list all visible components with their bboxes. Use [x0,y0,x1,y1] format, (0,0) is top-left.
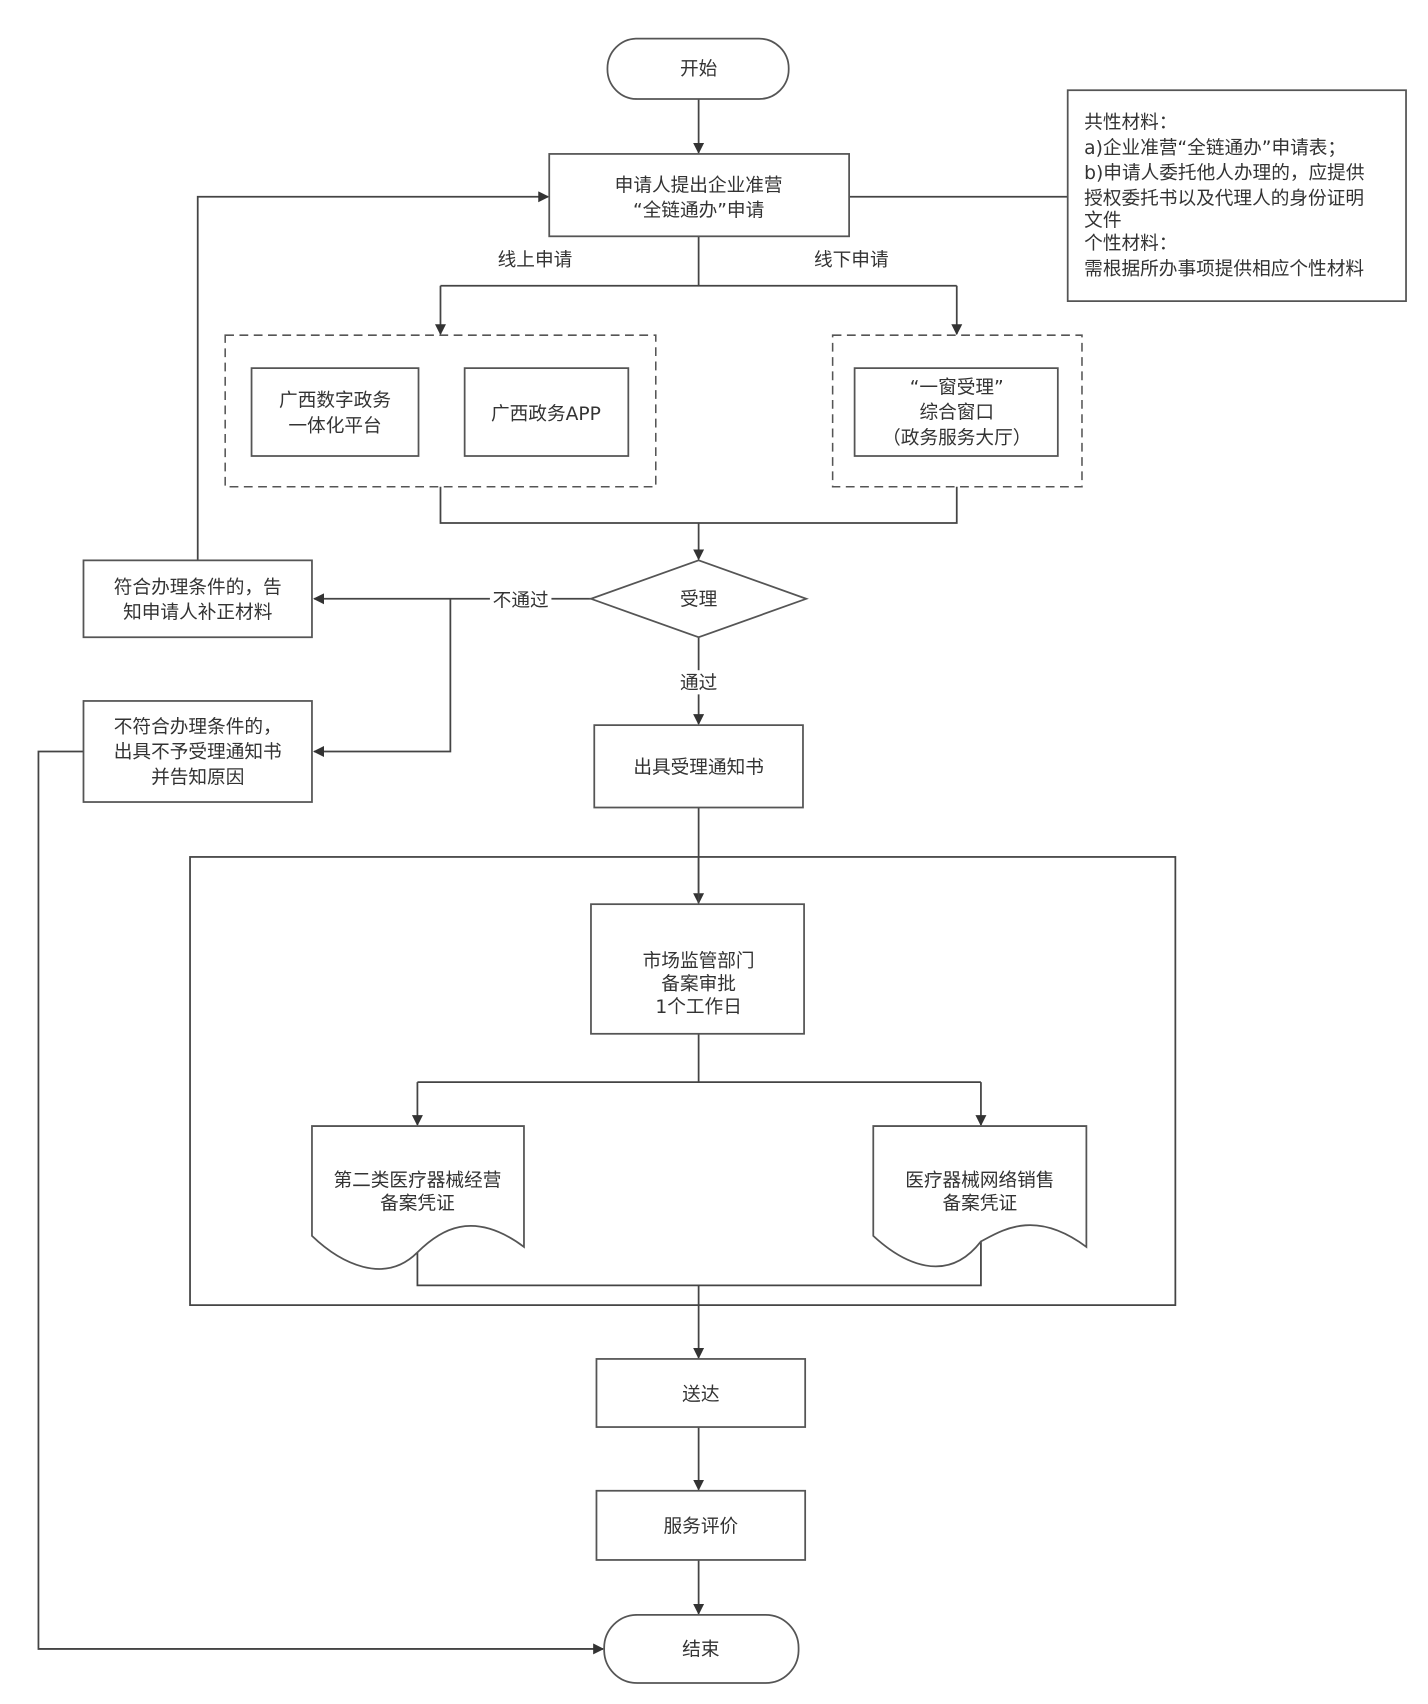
apply-line-2: “全链通办”申请 [633,201,764,222]
window-box: “一窗受理” 综合窗口 （政务服务大厅） [853,367,1059,457]
approval-container [189,856,1177,1306]
review-line-3: 1个工作日 [655,997,742,1018]
supplement-box: 符合办理条件的，告 知申请人补正材料 [82,559,313,639]
window-line-3: （政务服务大厅） [882,428,1031,449]
start-terminator: 开始 [606,37,790,100]
evaluate-box: 服务评价 [595,1489,807,1561]
doc-left-line-1: 第二类医疗器械经营 [333,1170,501,1191]
deliver-box: 送达 [595,1358,807,1428]
notice-box: 出具受理通知书 [593,724,804,809]
window-line-2: 综合窗口 [919,403,994,424]
accept-label: 受理 [680,589,718,610]
connectors [37,99,1068,1655]
accept-decision: 受理 [588,559,809,639]
note-line: 共性材料： [1084,113,1177,134]
online-label: 线上申请 [498,250,573,271]
supplement-line-2: 知申请人补正材料 [123,603,273,624]
apply-line-1: 申请人提出企业准营 [615,175,783,196]
app-box: 广西政务APP [463,367,630,457]
note-line: 需根据所办事项提供相应个性材料 [1084,259,1364,280]
supplement-line-1: 符合办理条件的，告 [114,577,282,598]
pass-label: 通过 [680,673,717,694]
note-line: 文件 [1084,210,1121,231]
materials-note: 共性材料： a)企业准营“全链通办”申请表； b)申请人委托他人办理的，应提供 … [1066,89,1407,303]
offline-label: 线下申请 [814,250,889,271]
doc-left-line-2: 备案凭证 [380,1194,455,1215]
window-line-1: “一窗受理” [910,377,1004,398]
notice-label: 出具受理通知书 [633,757,764,778]
app-label: 广西政务APP [491,404,601,425]
evaluate-label: 服务评价 [664,1516,739,1537]
platform-line-2: 一体化平台 [288,416,381,437]
document-right: 医疗器械网络销售 备案凭证 [872,1125,1088,1268]
platform-line-1: 广西数字政务 [279,391,391,412]
doc-right-line-2: 备案凭证 [943,1194,1018,1215]
apply-box: 申请人提出企业准营 “全链通办”申请 [548,153,850,238]
platform-box: 广西数字政务 一体化平台 [250,367,420,457]
note-line: b)申请人委托他人办理的，应提供 [1084,163,1364,184]
document-left: 第二类医疗器械经营 备案凭证 [311,1125,525,1270]
online-group [224,334,657,488]
start-label: 开始 [680,59,718,80]
end-label: 结束 [682,1640,720,1661]
review-box: 市场监管部门 备案审批 1个工作日 [590,903,805,1035]
refuse-line-3: 并告知原因 [151,767,244,788]
review-line-2: 备案审批 [661,974,736,995]
refuse-line-2: 出具不予受理通知书 [114,742,282,763]
reject-label: 不通过 [493,590,549,611]
deliver-label: 送达 [682,1385,719,1406]
review-line-1: 市场监管部门 [643,951,755,972]
note-line: 授权委托书以及代理人的身份证明 [1084,188,1364,209]
end-terminator: 结束 [603,1614,800,1684]
refuse-line-1: 不符合办理条件的， [114,717,282,738]
note-line: 个性材料： [1084,233,1177,254]
refuse-box: 不符合办理条件的， 出具不予受理通知书 并告知原因 [82,700,313,803]
doc-right-line-1: 医疗器械网络销售 [905,1170,1054,1191]
note-line: a)企业准营“全链通办”申请表； [1084,138,1346,159]
